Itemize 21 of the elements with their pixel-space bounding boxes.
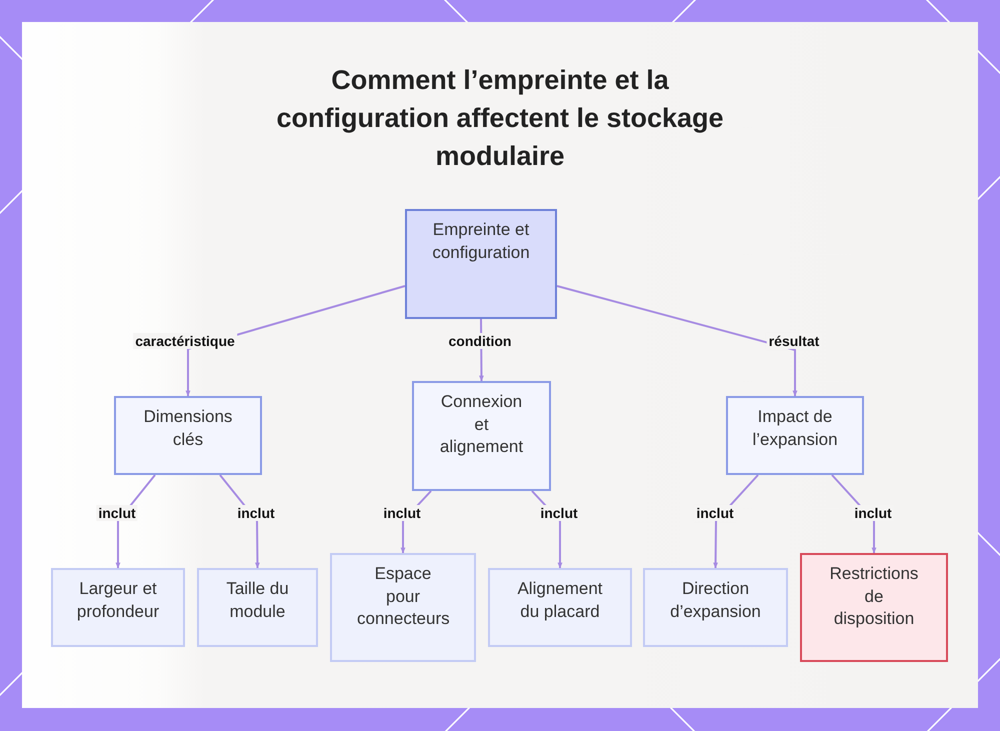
concept-box: Impact de l’expansion <box>726 396 864 475</box>
connector-line <box>556 285 798 397</box>
root-concept-box: Empreinte et configuration <box>405 209 557 319</box>
edge-label: caractéristique <box>133 333 237 349</box>
concept-box: Direction d’expansion <box>643 568 788 647</box>
edge-label: inclut <box>538 505 580 521</box>
edge-label: inclut <box>852 505 894 521</box>
concept-box: Alignement du placard <box>488 568 632 647</box>
edge-label: résultat <box>766 333 822 349</box>
highlighted-concept-box: Restrictions de disposition <box>800 553 948 662</box>
edge-label: inclut <box>381 505 423 521</box>
edge-label: inclut <box>694 505 736 521</box>
diagram-title: Comment l’empreinte et la configuration affectent le stockage modulaire <box>275 64 725 173</box>
concept-box: Largeur et profondeur <box>51 568 185 647</box>
concept-box: Espace pour connecteurs <box>330 553 476 662</box>
concept-box: Dimensions clés <box>114 396 262 475</box>
edge-label: inclut <box>96 505 138 521</box>
edge-label: condition <box>446 333 514 349</box>
edge-label: inclut <box>235 505 277 521</box>
concept-box: Connexion et alignement <box>412 381 551 491</box>
concept-box: Taille du module <box>197 568 318 647</box>
